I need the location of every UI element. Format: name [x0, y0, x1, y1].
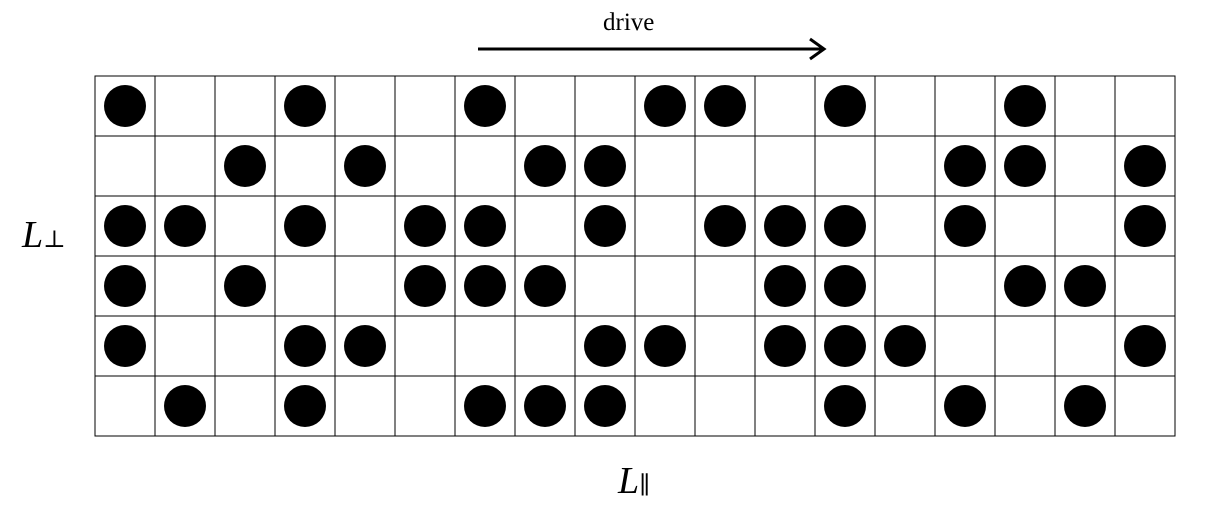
particle	[464, 265, 506, 307]
particle	[284, 85, 326, 127]
drive-arrow-head	[809, 37, 827, 61]
particle	[404, 205, 446, 247]
particle	[584, 325, 626, 367]
axis-perp-subscript: ⊥	[43, 227, 66, 253]
particle	[764, 325, 806, 367]
particle	[944, 145, 986, 187]
particle	[164, 385, 206, 427]
axis-par-subscript: ∥	[639, 473, 651, 499]
axis-perp-symbol: L	[22, 214, 44, 256]
particle	[764, 205, 806, 247]
particle	[464, 205, 506, 247]
particle	[1004, 85, 1046, 127]
particle	[704, 85, 746, 127]
particle	[1124, 205, 1166, 247]
lattice-grid	[94, 75, 1176, 437]
particle	[824, 85, 866, 127]
particle	[104, 205, 146, 247]
particle	[704, 205, 746, 247]
particle	[524, 385, 566, 427]
particle	[344, 145, 386, 187]
particle	[824, 205, 866, 247]
particle	[524, 265, 566, 307]
particle	[284, 205, 326, 247]
drive-label: drive	[603, 9, 655, 36]
particle	[584, 205, 626, 247]
axis-label-parallel: L∥	[618, 462, 650, 500]
particle	[464, 85, 506, 127]
drive-arrow	[478, 37, 827, 61]
particle	[824, 265, 866, 307]
particle	[164, 205, 206, 247]
particle	[464, 385, 506, 427]
particle	[284, 385, 326, 427]
particle	[584, 385, 626, 427]
particle	[1004, 145, 1046, 187]
particle	[344, 325, 386, 367]
particle	[104, 265, 146, 307]
particle	[104, 85, 146, 127]
particle	[1124, 325, 1166, 367]
particle	[584, 145, 626, 187]
particle	[1124, 145, 1166, 187]
particle	[824, 385, 866, 427]
particle	[644, 85, 686, 127]
axis-par-symbol: L	[618, 460, 640, 502]
particle	[764, 265, 806, 307]
particle	[944, 205, 986, 247]
axis-label-perpendicular: L⊥	[22, 216, 66, 254]
particle	[224, 145, 266, 187]
particle	[824, 325, 866, 367]
particle	[224, 265, 266, 307]
particle	[884, 325, 926, 367]
particle	[944, 385, 986, 427]
particle	[104, 325, 146, 367]
particle	[404, 265, 446, 307]
particle	[644, 325, 686, 367]
particle	[1064, 385, 1106, 427]
particle	[1004, 265, 1046, 307]
particle	[524, 145, 566, 187]
particle	[284, 325, 326, 367]
particle	[1064, 265, 1106, 307]
